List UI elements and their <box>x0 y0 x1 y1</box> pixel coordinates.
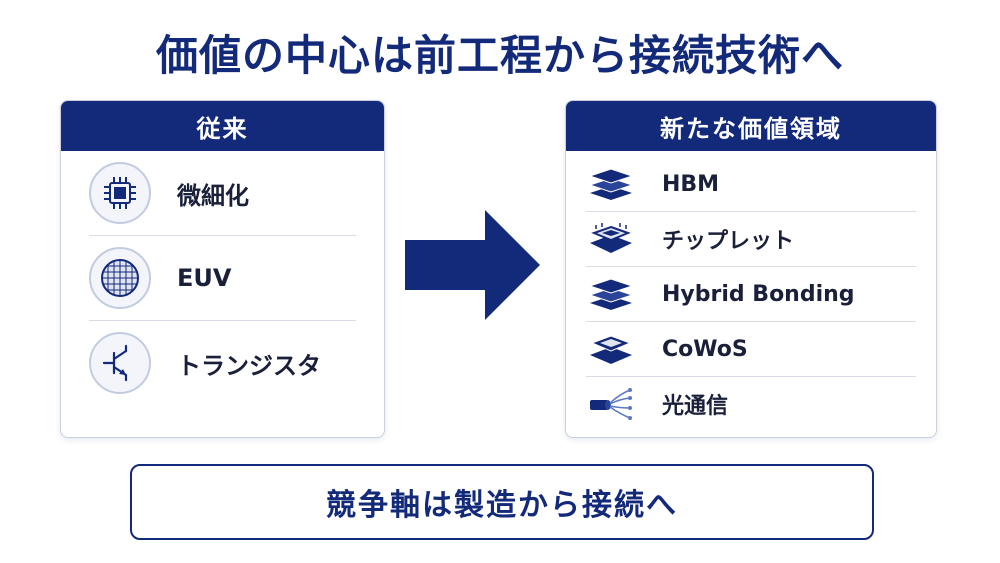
stacked-layers-icon <box>586 274 636 314</box>
page-title: 価値の中心は前工程から接続技術へ <box>155 31 844 80</box>
list-item: HBM <box>586 157 916 212</box>
item-label: チップレット <box>662 229 795 254</box>
item-label: 微細化 <box>177 181 249 210</box>
traditional-panel: 従来 微細化 <box>60 100 385 438</box>
item-label: トランジスタ <box>177 351 321 380</box>
chiplet-icon <box>586 219 636 259</box>
conclusion-text: 競争軸は製造から接続へ <box>326 488 678 523</box>
item-label: CoWoS <box>662 336 748 362</box>
stacked-layers-icon <box>586 164 636 204</box>
right-arrow-icon <box>405 210 545 324</box>
item-label: HBM <box>662 171 720 197</box>
traditional-panel-header: 従来 <box>61 101 384 151</box>
list-item: 光通信 <box>586 377 916 431</box>
list-item: Hybrid Bonding <box>586 267 916 322</box>
wafer-icon <box>89 247 151 309</box>
optical-fiber-icon <box>586 384 636 424</box>
new-value-panel-header: 新たな価値領域 <box>566 101 936 151</box>
package-icon <box>586 329 636 369</box>
item-label: EUV <box>177 264 232 292</box>
item-label: Hybrid Bonding <box>662 281 855 307</box>
list-item: チップレット <box>586 212 916 267</box>
transistor-icon <box>89 332 151 394</box>
list-item: トランジスタ <box>89 321 356 405</box>
list-item: 微細化 <box>89 151 356 236</box>
new-value-panel: 新たな価値領域 HBM <box>565 100 937 438</box>
list-item: EUV <box>89 236 356 321</box>
chip-icon <box>89 162 151 224</box>
list-item: CoWoS <box>586 322 916 377</box>
item-label: 光通信 <box>662 394 729 419</box>
conclusion-box: 競争軸は製造から接続へ <box>130 464 874 540</box>
